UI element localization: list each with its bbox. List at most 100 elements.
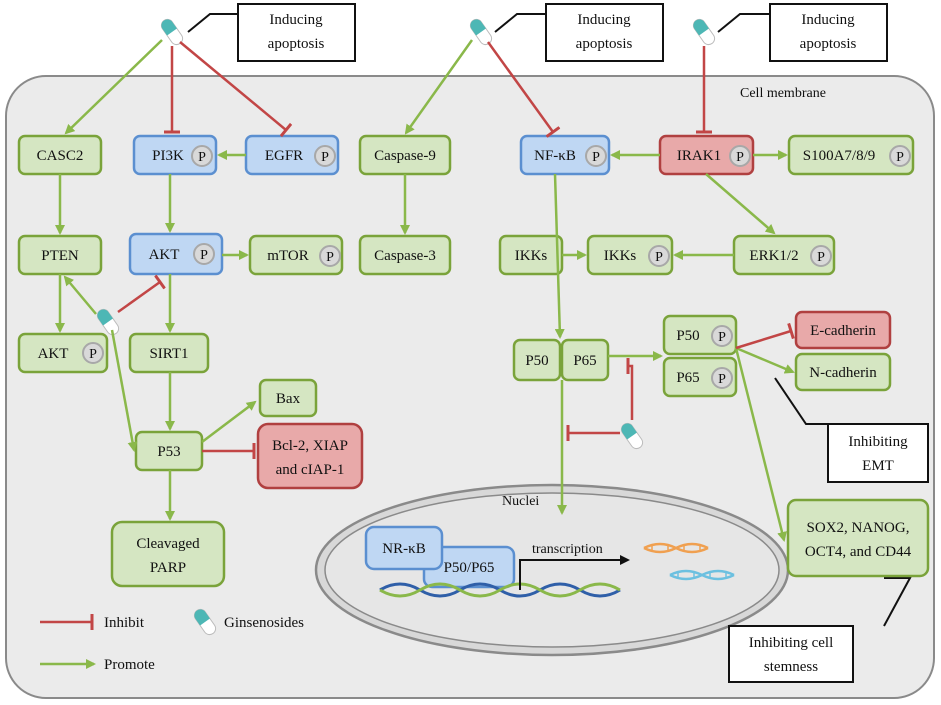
dna-icon-blue bbox=[669, 569, 735, 581]
svg-text:SOX2, NANOG,: SOX2, NANOG, bbox=[807, 520, 910, 536]
node-erk: ERK1/2 P bbox=[732, 234, 836, 276]
phospho-badge bbox=[191, 145, 213, 167]
node-nrkb: NR-κB bbox=[364, 525, 444, 571]
node-akt-left: AKT P bbox=[17, 332, 109, 374]
node-pi3k: PI3K P bbox=[132, 134, 218, 176]
svg-text:NR-κB: NR-κB bbox=[382, 541, 425, 557]
phospho-badge bbox=[82, 342, 104, 364]
svg-text:P: P bbox=[718, 330, 726, 345]
node-nfkb: NF-κB P bbox=[519, 134, 611, 176]
callout-inhibiting-emt: Inhibiting EMT bbox=[827, 423, 929, 483]
svg-text:Inhibiting cell: Inhibiting cell bbox=[749, 635, 834, 651]
node-p50: P50 bbox=[512, 338, 562, 382]
callout-inducing-apoptosis-1: Inducing apoptosis bbox=[237, 3, 356, 62]
node-ikks-right: IKKs P bbox=[586, 234, 674, 276]
phospho-badge bbox=[648, 245, 670, 267]
svg-text:P: P bbox=[321, 150, 329, 165]
node-egfr: EGFR P bbox=[244, 134, 340, 176]
svg-text:P53: P53 bbox=[157, 444, 180, 460]
node-ncadherin: N-cadherin bbox=[794, 352, 892, 392]
svg-text:P: P bbox=[89, 347, 97, 362]
node-ikks-left: IKKs bbox=[498, 234, 564, 276]
svg-text:Inducing: Inducing bbox=[801, 12, 855, 28]
svg-text:P: P bbox=[326, 250, 334, 265]
dna-helix bbox=[379, 582, 621, 598]
svg-text:IRAK1: IRAK1 bbox=[677, 148, 721, 164]
svg-text:ERK1/2: ERK1/2 bbox=[749, 248, 798, 264]
node-casc2: CASC2 bbox=[17, 134, 103, 176]
svg-text:apoptosis: apoptosis bbox=[268, 36, 325, 52]
svg-text:PTEN: PTEN bbox=[41, 248, 79, 264]
cell-membrane-label: Cell membrane bbox=[740, 86, 826, 101]
ginsenoside-capsule-icon bbox=[467, 16, 495, 48]
svg-text:P: P bbox=[896, 150, 904, 165]
svg-text:OCT4, and CD44: OCT4, and CD44 bbox=[805, 544, 912, 560]
svg-text:P: P bbox=[718, 372, 726, 387]
svg-text:S100A7/8/9: S100A7/8/9 bbox=[803, 148, 876, 164]
svg-text:N-cadherin: N-cadherin bbox=[809, 365, 877, 381]
svg-text:P: P bbox=[655, 250, 663, 265]
svg-text:Inducing: Inducing bbox=[577, 12, 631, 28]
svg-text:Caspase-3: Caspase-3 bbox=[374, 248, 436, 264]
svg-text:apoptosis: apoptosis bbox=[800, 36, 857, 52]
ginsenoside-capsule-icon bbox=[690, 16, 718, 48]
legend-ginsenosides: Ginsenosides bbox=[191, 606, 304, 638]
svg-text:Promote: Promote bbox=[104, 657, 155, 673]
node-stem-markers: SOX2, NANOG, OCT4, and CD44 bbox=[786, 498, 930, 578]
svg-text:Bcl-2, XIAP: Bcl-2, XIAP bbox=[272, 438, 348, 454]
node-p65: P65 bbox=[560, 338, 610, 382]
svg-text:P50: P50 bbox=[676, 328, 699, 344]
svg-text:P50/P65: P50/P65 bbox=[444, 560, 495, 576]
svg-text:P65: P65 bbox=[573, 353, 596, 369]
svg-text:IKKs: IKKs bbox=[515, 248, 548, 264]
callout-inhibiting-stemness: Inhibiting cell stemness bbox=[728, 625, 854, 683]
phospho-badge bbox=[889, 145, 911, 167]
svg-text:Caspase-9: Caspase-9 bbox=[374, 148, 436, 164]
svg-text:Cleavaged: Cleavaged bbox=[136, 536, 200, 552]
node-p65-phos: P65 P bbox=[662, 356, 738, 398]
svg-text:Inducing: Inducing bbox=[269, 12, 323, 28]
svg-text:stemness: stemness bbox=[764, 659, 818, 675]
svg-text:P: P bbox=[817, 250, 825, 265]
phospho-badge bbox=[585, 145, 607, 167]
callout-inducing-apoptosis-3: Inducing apoptosis bbox=[769, 3, 888, 62]
svg-text:AKT: AKT bbox=[38, 346, 69, 362]
promote-arrows bbox=[55, 39, 795, 542]
svg-text:Ginsenosides: Ginsenosides bbox=[224, 615, 304, 631]
svg-text:EMT: EMT bbox=[862, 458, 894, 474]
phospho-badge bbox=[711, 367, 733, 389]
node-cleaved-parp: Cleavaged PARP bbox=[110, 520, 226, 588]
phospho-badge bbox=[711, 325, 733, 347]
legend-inhibit: Inhibit bbox=[40, 614, 145, 631]
legend-promote: Promote bbox=[40, 657, 155, 673]
phospho-badge bbox=[319, 245, 341, 267]
svg-text:Inhibiting: Inhibiting bbox=[848, 434, 908, 450]
phospho-badge bbox=[729, 145, 751, 167]
svg-text:Bax: Bax bbox=[276, 391, 301, 407]
svg-text:IKKs: IKKs bbox=[604, 248, 637, 264]
inhibit-lines bbox=[117, 41, 795, 459]
node-caspase9: Caspase-9 bbox=[358, 134, 452, 176]
svg-text:P50: P50 bbox=[525, 353, 548, 369]
node-p53: P53 bbox=[134, 430, 204, 472]
nuclei-label: Nuclei bbox=[502, 494, 539, 509]
node-p50-phos: P50 P bbox=[662, 314, 738, 356]
svg-text:Inhibit: Inhibit bbox=[104, 615, 145, 631]
node-bcl2: Bcl-2, XIAP and cIAP-1 bbox=[256, 422, 364, 490]
svg-text:CASC2: CASC2 bbox=[37, 148, 84, 164]
svg-text:P: P bbox=[200, 248, 208, 263]
callout-inducing-apoptosis-2: Inducing apoptosis bbox=[545, 3, 664, 62]
svg-text:E-cadherin: E-cadherin bbox=[810, 323, 876, 339]
svg-text:AKT: AKT bbox=[149, 247, 180, 263]
node-mtor: mTOR P bbox=[248, 234, 344, 276]
svg-text:P: P bbox=[736, 150, 744, 165]
dna-icon-orange bbox=[643, 542, 709, 554]
node-s100a: S100A7/8/9 P bbox=[787, 134, 915, 176]
svg-text:P: P bbox=[198, 150, 206, 165]
svg-text:P: P bbox=[592, 150, 600, 165]
node-caspase3: Caspase-3 bbox=[358, 234, 452, 276]
svg-text:SIRT1: SIRT1 bbox=[149, 346, 188, 362]
node-irak1: IRAK1 P bbox=[658, 134, 755, 176]
transcription-label: transcription bbox=[532, 542, 603, 557]
